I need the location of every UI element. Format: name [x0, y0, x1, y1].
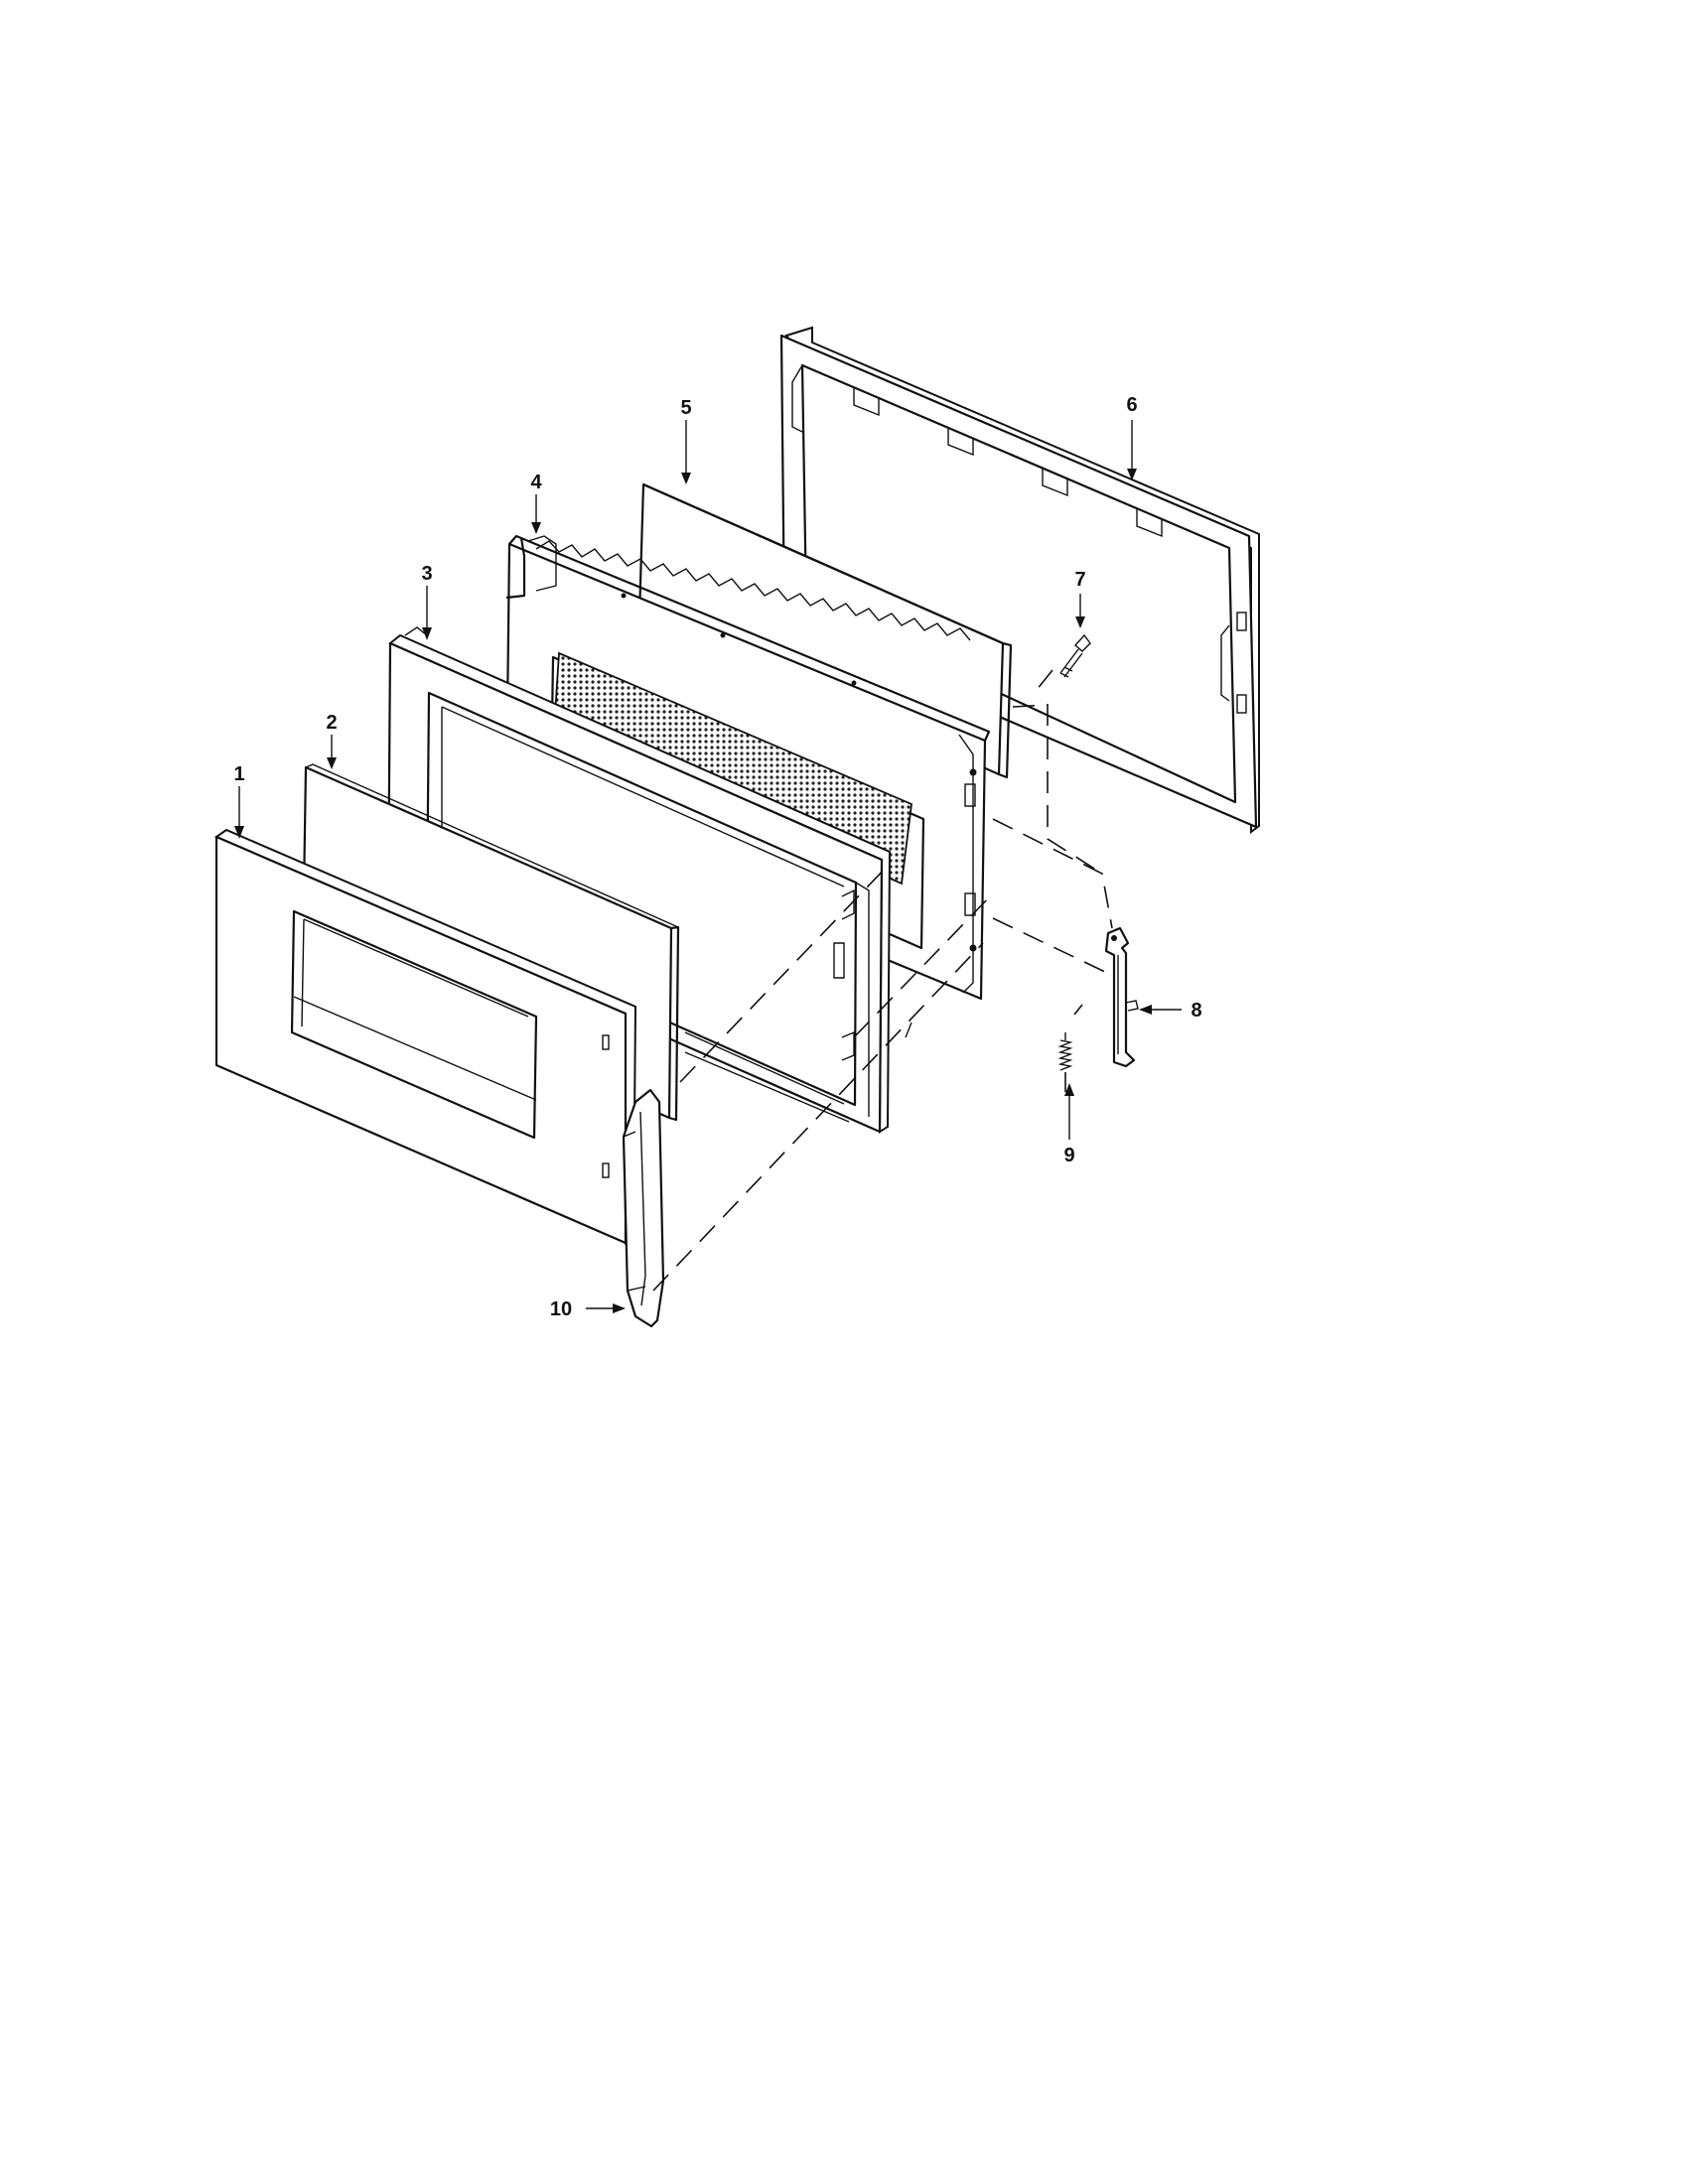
screw — [1059, 633, 1091, 678]
door-choke-plate — [637, 482, 1013, 779]
callout-8: 8 — [1191, 1000, 1201, 1022]
callout-5: 5 — [680, 397, 691, 419]
callout-leaders — [234, 420, 1182, 1313]
callout-1: 1 — [233, 763, 244, 785]
callout-10: 10 — [550, 1298, 572, 1320]
callout-4: 4 — [530, 472, 542, 493]
assembly-guide-lines — [652, 669, 1113, 1292]
door-handle — [622, 1088, 665, 1328]
callout-2: 2 — [326, 712, 337, 734]
callout-3: 3 — [421, 563, 432, 585]
callout-9: 9 — [1063, 1145, 1074, 1166]
callout-labels: 1 2 3 4 5 6 7 8 9 10 — [233, 394, 1201, 1320]
callout-6: 6 — [1126, 394, 1137, 416]
latch-spring — [1057, 1032, 1073, 1071]
door-frame-middle — [386, 626, 892, 1134]
callout-7: 7 — [1074, 569, 1085, 591]
door-latch — [1104, 926, 1139, 1068]
